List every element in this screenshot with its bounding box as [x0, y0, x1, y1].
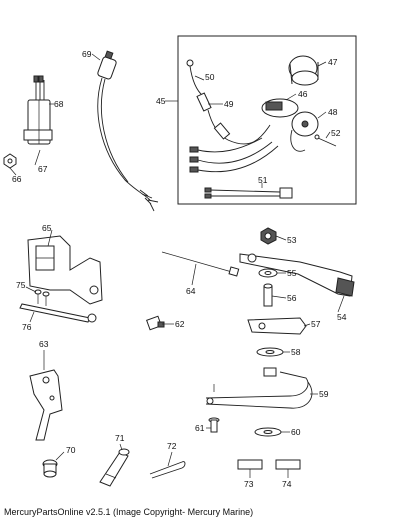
callout-49: 49	[224, 99, 234, 109]
callout-66: 66	[12, 174, 22, 184]
callout-54: 54	[337, 312, 347, 322]
part-76-link	[19, 303, 97, 323]
part-59-spring	[205, 367, 313, 409]
callout-numbers: 69 68 67 66 45 50 49 46 47 48 52 51 65 7…	[12, 49, 347, 489]
callout-53: 53	[287, 235, 297, 245]
callout-70: 70	[66, 445, 76, 455]
callout-46: 46	[298, 89, 308, 99]
callout-61: 61	[195, 423, 205, 433]
part-46-ignition-switch	[261, 98, 299, 118]
callout-73: 73	[244, 479, 254, 489]
callout-72: 72	[167, 441, 177, 451]
callout-47: 47	[328, 57, 338, 67]
callout-48: 48	[328, 107, 338, 117]
callout-64: 64	[186, 286, 196, 296]
part-48-key-switch	[290, 111, 319, 152]
callout-52: 52	[331, 128, 341, 138]
part-47-bezel	[288, 55, 319, 86]
part-49-connector	[196, 92, 212, 112]
part-50-lead	[186, 59, 204, 97]
subassembly-box	[177, 35, 357, 205]
part-68-switch	[23, 75, 53, 145]
callout-75: 75	[16, 280, 26, 290]
part-60-washer	[254, 427, 282, 437]
callout-45: 45	[156, 96, 166, 106]
part-69-harness	[97, 50, 159, 212]
part-63-bracket	[29, 369, 63, 441]
callout-62: 62	[175, 319, 185, 329]
callout-65: 65	[42, 223, 52, 233]
callout-55: 55	[287, 268, 297, 278]
part-58-washer	[256, 347, 284, 357]
part-53-nut	[260, 227, 277, 245]
part-52-screw	[314, 134, 337, 147]
part-72-pin	[149, 461, 186, 479]
part-70-grommet	[42, 459, 58, 478]
callout-58: 58	[291, 347, 301, 357]
callout-67: 67	[38, 164, 48, 174]
part-54-lever	[239, 253, 355, 297]
copyright-footer: MercuryPartsOnline v2.5.1 (Image Copyrig…	[4, 507, 254, 517]
callout-69: 69	[82, 49, 92, 59]
part-51-lead	[204, 187, 293, 199]
part-75-pins	[34, 289, 50, 306]
leader-lines	[9, 53, 345, 478]
callout-76: 76	[22, 322, 32, 332]
callout-60: 60	[291, 427, 301, 437]
part-66-nut	[3, 153, 17, 169]
part-64-cable-tie	[161, 251, 240, 277]
part-62-clip	[146, 315, 165, 331]
callout-71: 71	[115, 433, 125, 443]
part-55-washer	[258, 268, 278, 278]
part-74-decal	[275, 459, 301, 470]
box-wire-bundle	[189, 109, 279, 173]
callout-63: 63	[39, 339, 49, 349]
part-65-housing	[27, 235, 103, 305]
callout-51: 51	[258, 175, 268, 185]
callout-57: 57	[311, 319, 321, 329]
part-61-screw	[208, 384, 220, 433]
callout-68: 68	[54, 99, 64, 109]
part-56-bushing	[263, 283, 273, 307]
part-71-handle	[99, 448, 130, 487]
part-57-plate	[247, 317, 307, 335]
part-73-decal	[237, 459, 263, 470]
callout-59: 59	[319, 389, 329, 399]
callout-56: 56	[287, 293, 297, 303]
callout-74: 74	[282, 479, 292, 489]
callout-50: 50	[205, 72, 215, 82]
